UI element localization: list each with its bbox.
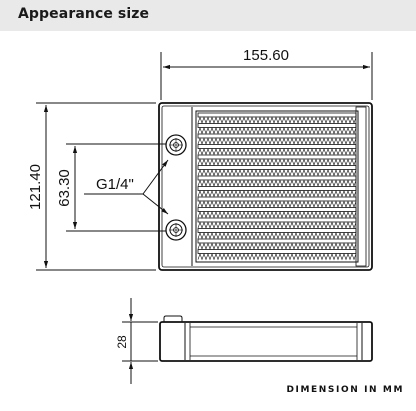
width-label: 155.60 bbox=[243, 47, 289, 64]
fin-zigzag bbox=[197, 179, 357, 187]
fin-tube bbox=[197, 186, 357, 191]
fin-tube bbox=[197, 123, 357, 128]
fin-zigzag bbox=[197, 200, 357, 208]
height-label: 121.40 bbox=[27, 164, 44, 210]
fin-zigzag bbox=[197, 158, 357, 166]
thread-leader bbox=[84, 159, 169, 215]
fin-zigzag bbox=[197, 211, 357, 219]
fin-tube bbox=[197, 217, 357, 223]
side-outer-frame bbox=[159, 321, 373, 362]
fin-zigzag bbox=[197, 127, 357, 135]
fin-zigzag bbox=[197, 232, 357, 240]
fin-tube bbox=[197, 154, 357, 160]
fin-zigzag bbox=[197, 253, 357, 261]
port-spacing-label: 63.30 bbox=[56, 169, 73, 207]
units-note: DIMENSION IN MM bbox=[286, 385, 404, 395]
fin-tube bbox=[197, 228, 357, 233]
thread-label: G1/4" bbox=[96, 176, 134, 193]
page-title: Appearance size bbox=[18, 6, 150, 22]
fin-zigzag bbox=[197, 190, 357, 198]
thickness-dimension bbox=[122, 298, 158, 384]
fin-zigzag bbox=[197, 242, 357, 250]
side-port-top-fitting bbox=[163, 315, 183, 322]
fin-tube bbox=[197, 112, 357, 118]
fin-core bbox=[197, 112, 357, 261]
fin-zigzag bbox=[197, 137, 357, 145]
radiator-outer-frame bbox=[158, 102, 373, 271]
height-dimension bbox=[36, 102, 156, 271]
fin-tube bbox=[197, 133, 357, 139]
thread-leader-arrow-top bbox=[142, 159, 169, 195]
fin-core-border bbox=[195, 110, 359, 263]
inlet-port-top bbox=[165, 134, 187, 156]
width-dimension bbox=[160, 52, 373, 100]
fin-tube bbox=[197, 196, 357, 202]
fin-tube bbox=[197, 249, 357, 254]
fin-tube bbox=[197, 165, 357, 170]
thickness-label: 28 bbox=[115, 335, 129, 349]
fin-zigzag bbox=[197, 116, 357, 124]
fin-tube bbox=[197, 238, 357, 244]
radiator-inner-frame bbox=[161, 105, 370, 268]
fin-zigzag bbox=[197, 148, 357, 156]
header-bar: Appearance size bbox=[0, 0, 416, 31]
radiator-side-view bbox=[159, 315, 373, 362]
thread-leader-arrow-bottom bbox=[142, 193, 169, 215]
fin-zigzag bbox=[197, 169, 357, 177]
fin-tube bbox=[197, 207, 357, 212]
fin-zigzag bbox=[197, 221, 357, 229]
fin-tube bbox=[197, 144, 357, 149]
fin-tube bbox=[197, 175, 357, 181]
port-spacing-dimension bbox=[66, 143, 174, 232]
outlet-port-bottom bbox=[165, 219, 187, 241]
